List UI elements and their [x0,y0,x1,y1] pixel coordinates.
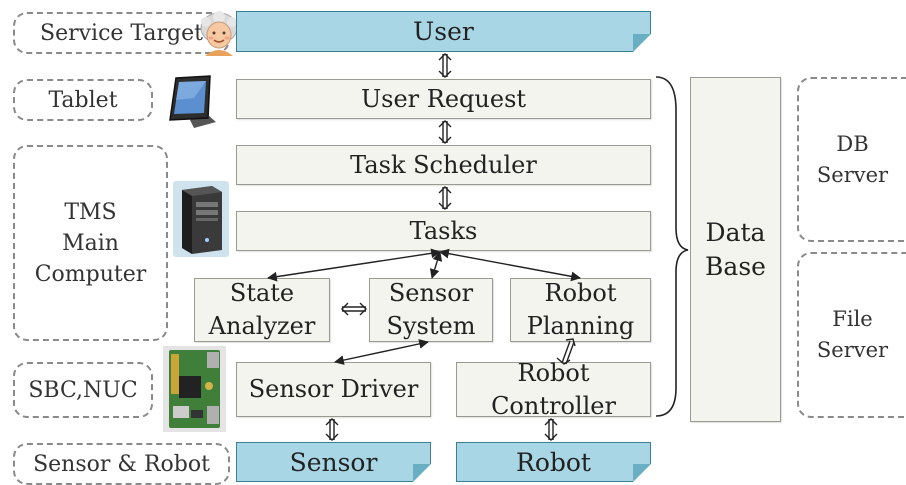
label-tms-main-computer: TMS Main Computer [13,145,168,341]
database-box: Data Base [690,77,781,422]
label-tablet: Tablet [13,79,153,121]
db-server: DB Server [797,77,906,242]
label-sbc-nuc: SBC,NUC [13,362,153,418]
user-box: User [236,11,651,52]
arrow-controller-robot [544,418,558,441]
task-scheduler-box: Task Scheduler [236,145,651,185]
state-analyzer-box: State Analyzer [194,278,330,342]
label-service-target: Service Target [13,12,230,54]
computer-tower-icon [172,180,230,258]
user-request-box: User Request [236,79,651,119]
tablet-icon [164,70,224,130]
robot-box: Robot [456,442,651,482]
arrow-state-sensor [341,302,367,316]
arrow-tasks-sensor [429,251,443,279]
file-server: File Server [797,252,906,418]
arrow-request-scheduler [438,120,452,144]
label-sensor-robot: Sensor & Robot [13,443,230,485]
arrow-tasks-planning [439,248,581,282]
arrow-tasks-state [267,248,441,282]
sensor-driver-box: Sensor Driver [236,362,431,417]
tasks-box: Tasks [236,211,651,251]
database-brace [655,76,689,417]
circuit-board-icon [163,346,226,432]
arrow-sensor-driver [334,339,429,365]
elderly-user-icon [198,10,240,56]
sensor-system-box: Sensor System [369,278,493,342]
arrow-user-request [438,53,452,78]
arrow-driver-sensor [325,418,339,441]
robot-controller-box: Robot Controller [456,359,651,420]
sensor-box: Sensor [236,442,431,482]
robot-planning-box: Robot Planning [510,278,651,342]
arrow-planning-controller [556,338,576,365]
arrow-scheduler-tasks [438,186,452,210]
